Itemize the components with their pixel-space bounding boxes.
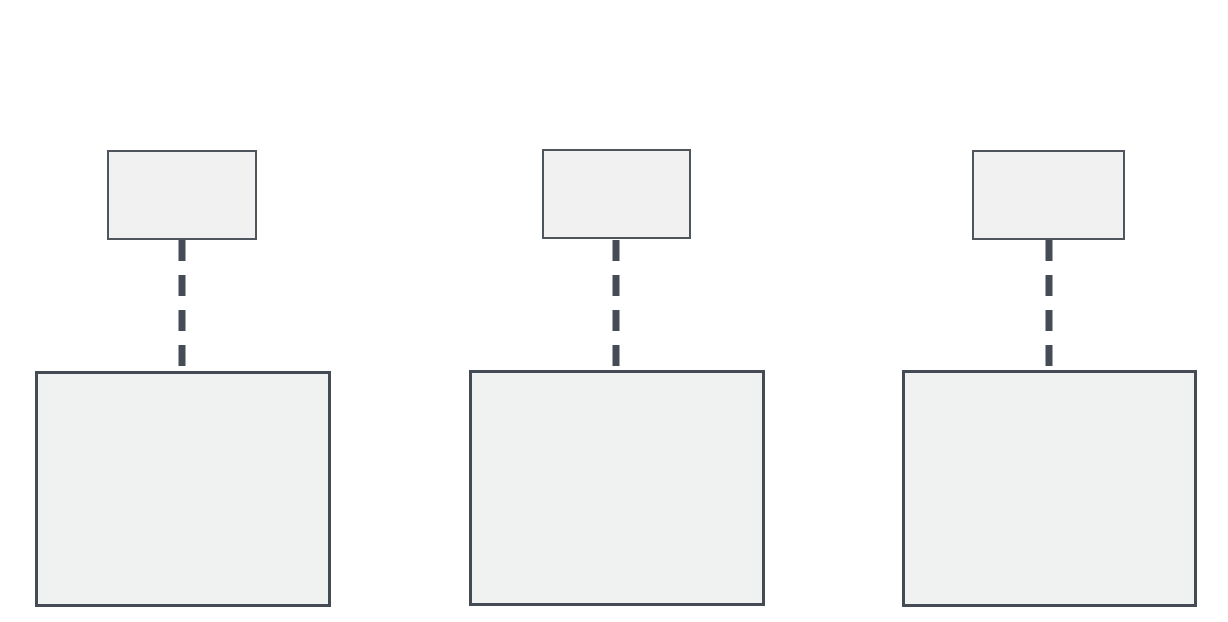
viz-node-x (542, 149, 691, 239)
document-card-x (469, 370, 765, 606)
document-card-default (35, 371, 331, 607)
dashed-connector-y (1045, 240, 1053, 378)
document-card-y (902, 370, 1197, 607)
dashed-connector-default (178, 240, 186, 378)
dashed-connector-x (612, 240, 620, 378)
viz-node-y (972, 150, 1125, 240)
viz-node-default (107, 150, 257, 240)
